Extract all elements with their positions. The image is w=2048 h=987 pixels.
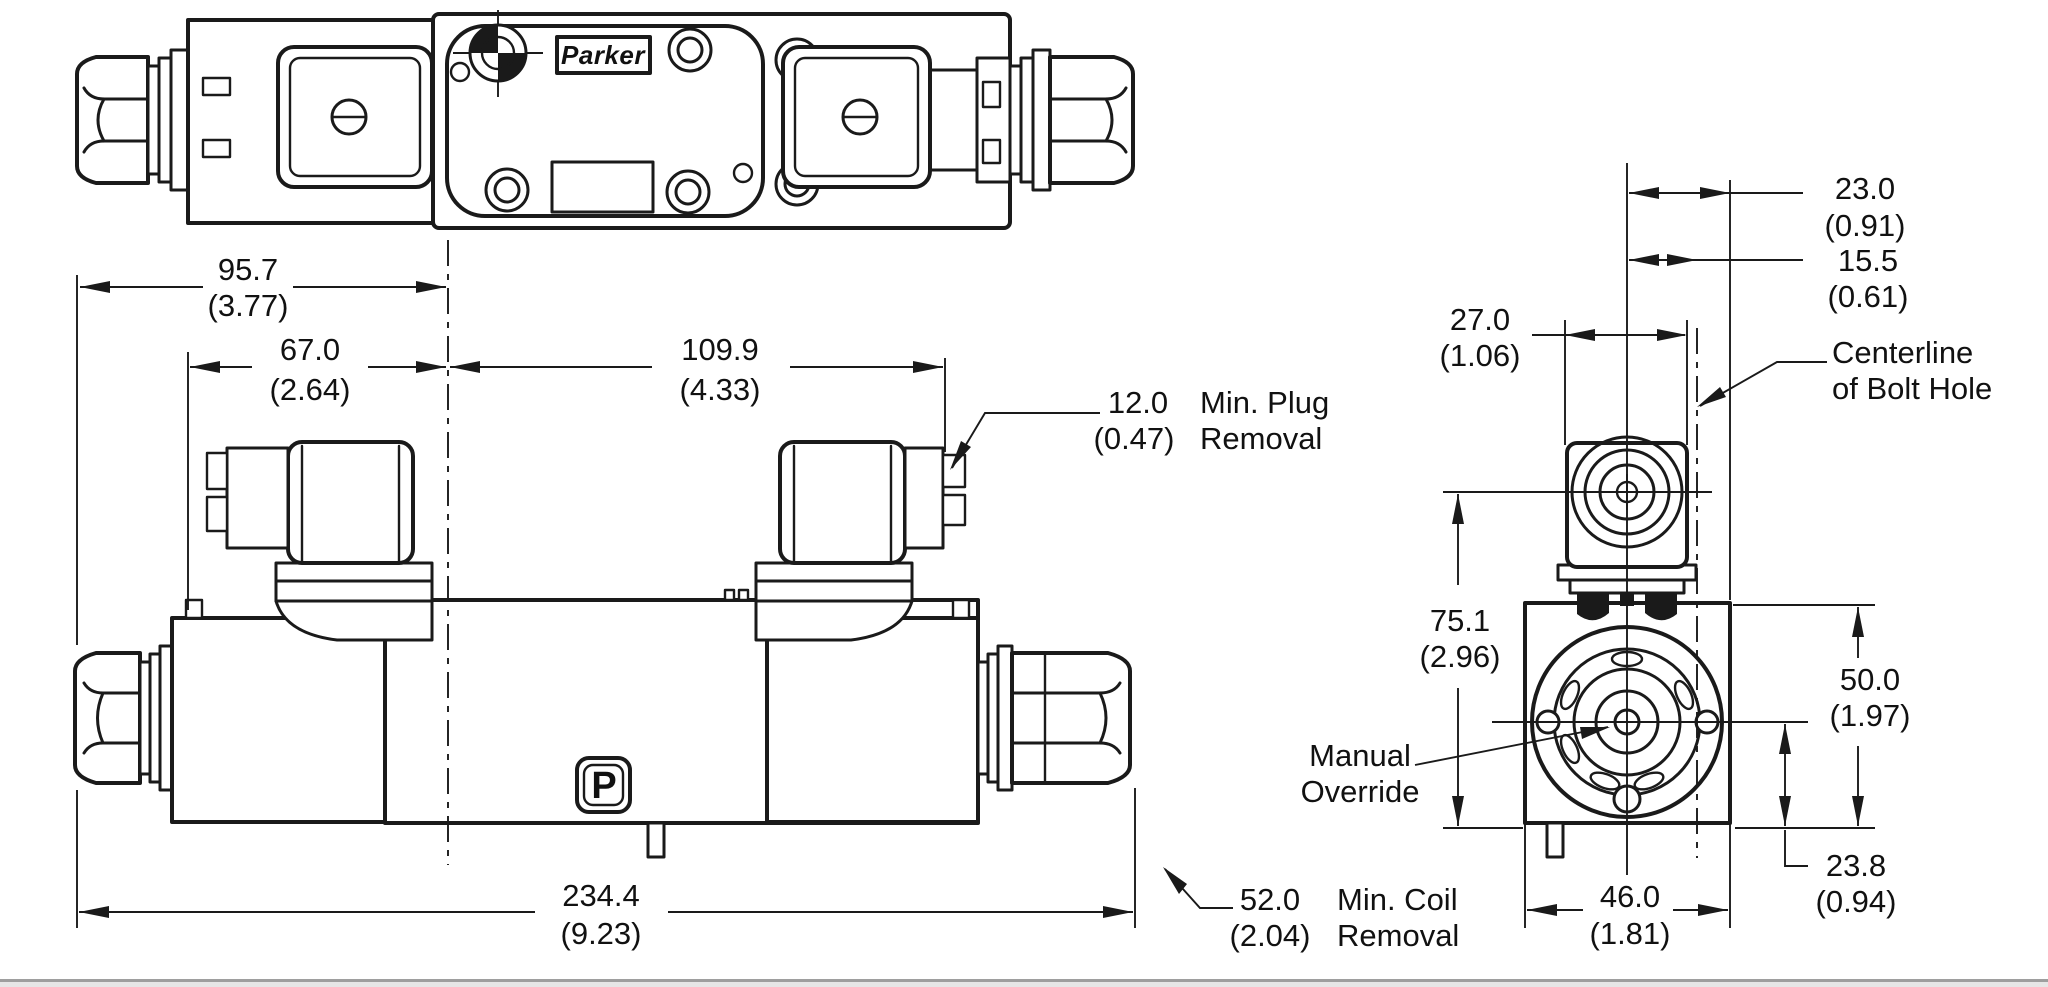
left-din-connector-front <box>205 440 415 565</box>
left-cable-gland-front <box>73 651 142 785</box>
left-din-connector-top <box>276 45 434 189</box>
dim-27-0-in: (1.06) <box>1440 338 1521 373</box>
nameplate-rect <box>550 160 655 214</box>
right-cable-gland-front <box>1010 651 1132 785</box>
dim-95-7-in: (3.77) <box>208 288 289 323</box>
min-coil-removal-leader <box>1164 868 1233 909</box>
callout-bolt-centerline-2: of Bolt Hole <box>1832 371 1992 406</box>
dim-109-9-mm: 109.9 <box>681 332 759 367</box>
front-view: P <box>73 440 1132 859</box>
note-min-coil-2: Removal <box>1337 918 1459 953</box>
dim-15-5-in: (0.61) <box>1828 279 1909 314</box>
dim-75-1-mm: 75.1 <box>1430 603 1490 638</box>
dim-23-0-in: (0.91) <box>1825 208 1906 243</box>
dim-52-0-mm: 52.0 <box>1240 882 1300 917</box>
dim-46-0-in: (1.81) <box>1590 916 1671 951</box>
manual-override-leader <box>1414 726 1609 766</box>
callout-bolt-centerline-1: Centerline <box>1832 335 1973 370</box>
left-cable-gland-top <box>75 55 150 185</box>
dim-67-0-mm: 67.0 <box>280 332 340 367</box>
dimension-labels: 95.7 (3.77) 67.0 (2.64) 109.9 (4.33) 12.… <box>208 171 1993 953</box>
arrowheads <box>79 187 1864 918</box>
bolt-centerline-leader <box>1699 361 1827 407</box>
parker-logo: Parker <box>555 35 652 75</box>
dim-23-0-mm: 23.0 <box>1835 171 1895 206</box>
callout-manual-override-2: Override <box>1301 774 1420 809</box>
dim-75-1-in: (2.96) <box>1420 639 1501 674</box>
note-min-coil-1: Min. Coil <box>1337 882 1458 917</box>
right-cable-gland-top <box>1048 55 1135 185</box>
dim-12-0-mm: 12.0 <box>1108 385 1168 420</box>
port-p-badge: P <box>575 756 632 814</box>
callout-manual-override-1: Manual <box>1309 738 1411 773</box>
dim-234-4-in: (9.23) <box>561 916 642 951</box>
min-plug-removal-leader <box>951 412 1100 469</box>
dim-23-8-mm: 23.8 <box>1826 848 1886 883</box>
parker-logo-text: Parker <box>561 40 646 70</box>
right-coil-front <box>765 616 980 824</box>
right-din-connector-front <box>778 440 967 565</box>
note-min-plug-2: Removal <box>1200 421 1322 456</box>
dim-15-5-mm: 15.5 <box>1838 243 1898 278</box>
locating-pin <box>646 821 666 859</box>
top-view: Parker <box>75 10 1135 230</box>
datum-target-icon <box>453 10 543 97</box>
dim-234-4-mm: 234.4 <box>562 878 640 913</box>
dim-50-0-in: (1.97) <box>1830 698 1911 733</box>
dimension-annotations: 95.7 (3.77) 67.0 (2.64) 109.9 (4.33) 12.… <box>76 171 1993 953</box>
dim-50-0-mm: 50.0 <box>1840 662 1900 697</box>
centerlines <box>447 163 1808 875</box>
port-p-label: P <box>591 765 616 807</box>
dim-95-7-mm: 95.7 <box>218 252 278 287</box>
dim-46-0-mm: 46.0 <box>1600 879 1660 914</box>
dim-23-8-in: (0.94) <box>1816 884 1897 919</box>
left-coil-front <box>170 616 387 824</box>
locating-pin-end <box>1545 821 1565 859</box>
dim-27-0-mm: 27.0 <box>1450 302 1510 337</box>
note-min-plug-1: Min. Plug <box>1200 385 1329 420</box>
dim-109-9-in: (4.33) <box>680 372 761 407</box>
page-rule <box>0 979 2048 987</box>
dim-67-0-in: (2.64) <box>270 372 351 407</box>
dim-52-0-in: (2.04) <box>1230 918 1311 953</box>
right-din-connector-top <box>781 45 932 189</box>
dim-12-0-in: (0.47) <box>1094 421 1175 456</box>
